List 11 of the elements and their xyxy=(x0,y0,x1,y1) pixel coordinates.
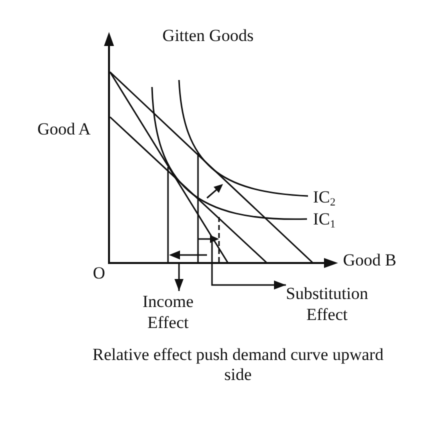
origin-label: O xyxy=(92,262,106,284)
axis-label: Good A xyxy=(37,118,91,140)
leader-arrow xyxy=(174,264,184,291)
effect-label: Substitution Effect xyxy=(286,283,368,325)
curve-label: IC$_{1}$ xyxy=(313,208,336,230)
effect-label: Income Effect xyxy=(142,291,194,333)
axis-label: Good B xyxy=(343,250,396,270)
curve-label: IC$_{2}$ xyxy=(313,186,336,208)
chart-title: Gitten Goods xyxy=(162,25,254,46)
caption: Relative effect push demand curve upward side xyxy=(92,345,384,385)
leader-arrow xyxy=(211,242,286,290)
